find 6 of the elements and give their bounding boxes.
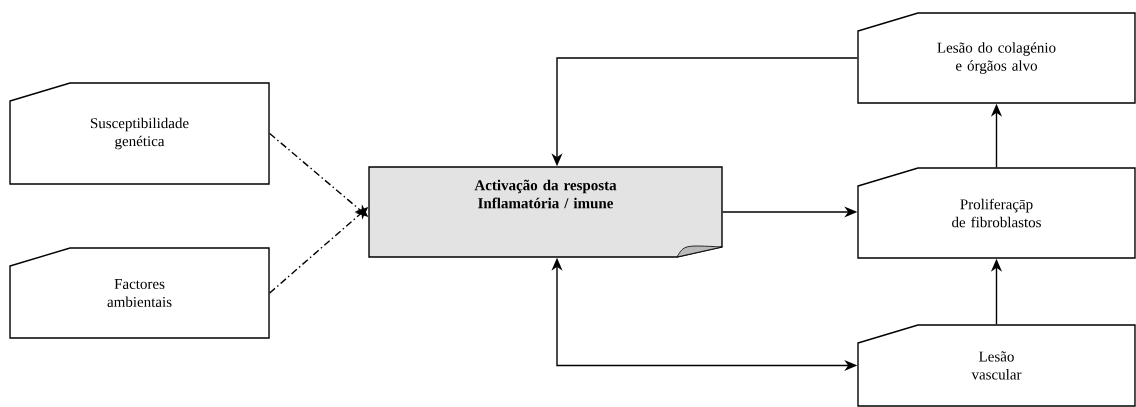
process-box: Lesão vascular: [857, 324, 1136, 407]
process-box: Proliferaçāp de fibroblastos: [857, 167, 1136, 259]
process-box: Susceptibilidade genética: [9, 82, 270, 185]
process-box: Lesão do colagénio e órgãos alvo: [857, 12, 1136, 104]
process-box: Factores ambientais: [9, 247, 270, 339]
note-box: Activação da resposta Inflamatória / imune: [368, 166, 723, 258]
